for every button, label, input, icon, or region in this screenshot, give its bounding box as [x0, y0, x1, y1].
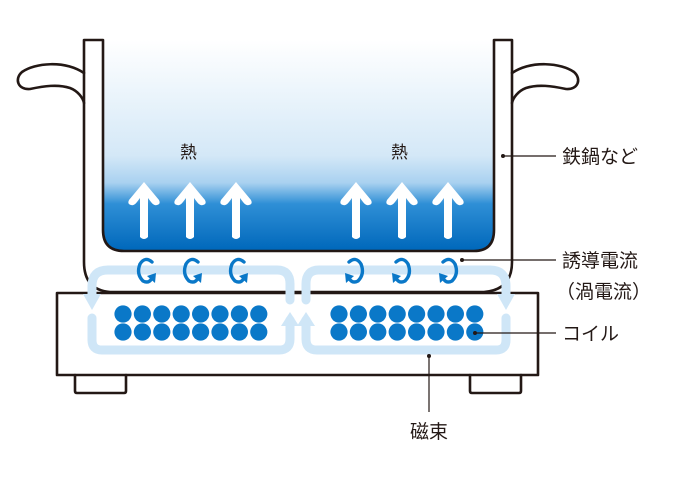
flux-arrow-up-center-right [297, 312, 315, 326]
coil-winding [446, 305, 464, 323]
eddy-current-loop [345, 257, 365, 284]
coil-winding [349, 323, 367, 341]
coil-winding [114, 305, 132, 323]
coil-winding [250, 305, 268, 323]
label-pot: 鉄鍋など [562, 146, 638, 168]
coil-winding [446, 323, 464, 341]
coil-winding [153, 323, 171, 341]
leader-lines [427, 154, 556, 412]
heat-label-right: 熱 [391, 143, 408, 163]
flux-arrow-down-right [497, 294, 515, 310]
eddy-currents [136, 257, 459, 284]
coil-winding [466, 305, 484, 323]
magnetic-flux-loops [83, 265, 515, 355]
coil-winding [172, 305, 190, 323]
flux-loop-right [301, 265, 511, 355]
coil-winding [114, 323, 132, 341]
cooktop-foot-right [468, 373, 523, 395]
coil [114, 305, 484, 341]
coil-winding [427, 323, 445, 341]
eddy-current-loop [182, 257, 202, 284]
coil-winding [192, 305, 210, 323]
flux-arrow-up-center-left [281, 312, 299, 326]
heat-arrow [220, 182, 252, 239]
coil-winding [369, 323, 387, 341]
coil-winding [408, 323, 426, 341]
label-eddy-current-alt: （渦電流） [556, 281, 651, 303]
eddy-current-loop [392, 257, 412, 284]
coil-winding [211, 323, 229, 341]
coil-winding [250, 323, 268, 341]
label-magnetic-flux: 磁束 [410, 421, 448, 443]
eddy-current-loop [136, 257, 156, 284]
flux-arrow-down-left [83, 294, 101, 310]
label-coil: コイル [562, 323, 619, 345]
heat-arrow [128, 182, 160, 239]
heat-arrows [128, 182, 464, 239]
coil-winding [388, 305, 406, 323]
heat-arrow [340, 182, 372, 239]
flux-loop-left [87, 265, 295, 355]
coil-winding [369, 305, 387, 323]
coil-winding [211, 305, 229, 323]
heat-arrow [386, 182, 418, 239]
coil-winding [133, 305, 151, 323]
coil-winding [192, 323, 210, 341]
coil-winding [330, 323, 348, 341]
coil-winding [388, 323, 406, 341]
pot-handle-right [510, 62, 580, 105]
coil-winding [133, 323, 151, 341]
heat-arrow [432, 182, 464, 239]
coil-winding [230, 305, 248, 323]
coil-winding [427, 305, 445, 323]
coil-winding [230, 323, 248, 341]
eddy-current-loop [439, 257, 459, 284]
eddy-current-loop [228, 257, 248, 284]
coil-winding [330, 305, 348, 323]
coil-winding [172, 323, 190, 341]
coil-winding [349, 305, 367, 323]
heat-label-left: 熱 [180, 143, 197, 163]
pot-handle-left [16, 62, 86, 105]
coil-winding [408, 305, 426, 323]
pot-interior [104, 40, 494, 250]
label-eddy-current: 誘導電流 [562, 250, 638, 272]
coil-winding [153, 305, 171, 323]
pot-outline [82, 38, 514, 294]
cooktop-foot-left [73, 373, 128, 395]
heat-arrow [174, 182, 206, 239]
cooktop-body [55, 291, 540, 377]
